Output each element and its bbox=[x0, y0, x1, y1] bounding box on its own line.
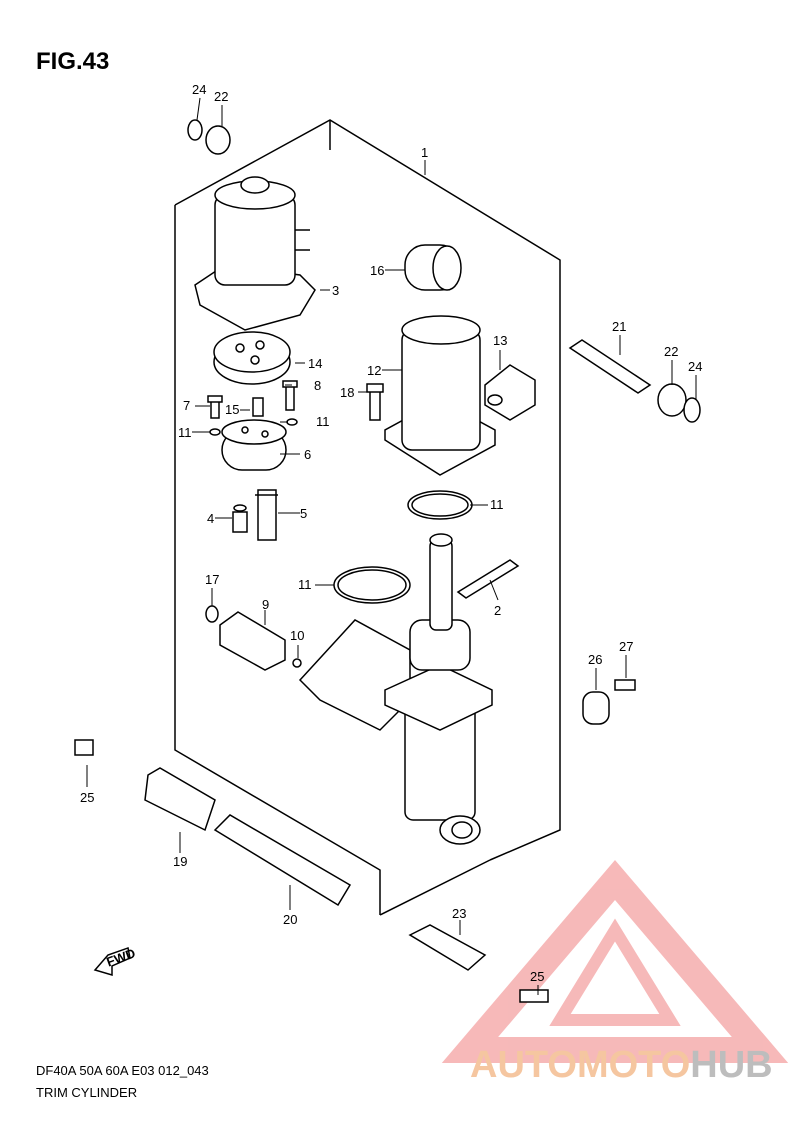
callout-25-a: 25 bbox=[80, 790, 94, 805]
callout-7: 7 bbox=[183, 398, 190, 413]
callout-11-d: 11 bbox=[298, 577, 312, 592]
callout-26: 26 bbox=[588, 652, 602, 667]
callout-6: 6 bbox=[304, 447, 311, 462]
filter-part bbox=[484, 364, 536, 421]
diagram-code: DF40A 50A 60A E03 012_043 bbox=[36, 1063, 209, 1078]
callout-15: 15 bbox=[225, 402, 239, 417]
callout-13: 13 bbox=[493, 333, 507, 348]
callout-24-b: 24 bbox=[688, 359, 702, 374]
motor-part bbox=[194, 176, 316, 331]
callout-11-a: 11 bbox=[178, 425, 192, 440]
callout-16: 16 bbox=[370, 263, 384, 278]
leader-lines bbox=[86, 97, 697, 995]
callout-11-b: 11 bbox=[316, 414, 330, 429]
callout-21: 21 bbox=[612, 319, 626, 334]
callout-24-a: 24 bbox=[192, 82, 206, 97]
callout-11-c: 11 bbox=[490, 497, 504, 512]
reservoir-part bbox=[384, 315, 496, 476]
manual-valve-parts bbox=[205, 605, 302, 671]
callout-12: 12 bbox=[367, 363, 381, 378]
valve-body-part bbox=[221, 419, 287, 471]
figure-title: FIG.43 bbox=[36, 48, 110, 75]
upper-pin-parts bbox=[187, 119, 701, 423]
callout-27: 27 bbox=[619, 639, 633, 654]
watermark-text: AUTOMOTOHUB bbox=[470, 1044, 773, 1087]
stopper-parts bbox=[582, 679, 636, 725]
callout-20: 20 bbox=[283, 912, 297, 927]
callout-5: 5 bbox=[300, 506, 307, 521]
trim-cylinder-part bbox=[298, 533, 493, 845]
bushing-part-16 bbox=[404, 244, 462, 291]
callout-3: 3 bbox=[332, 283, 339, 298]
pump-plate-part bbox=[213, 331, 291, 385]
callout-4: 4 bbox=[207, 511, 214, 526]
watermark-text-b: HUB bbox=[690, 1044, 773, 1086]
watermark-text-a: AUTOMOTO bbox=[470, 1044, 691, 1086]
callout-25-b: 25 bbox=[530, 969, 544, 984]
watermark-logo bbox=[441, 859, 789, 1063]
diagram-name: TRIM CYLINDER bbox=[36, 1085, 138, 1100]
bolt-parts bbox=[207, 380, 384, 436]
callout-2: 2 bbox=[494, 603, 501, 618]
callout-8: 8 bbox=[314, 378, 321, 393]
callout-9: 9 bbox=[262, 597, 269, 612]
callout-23: 23 bbox=[452, 906, 466, 921]
callout-labels: 1 2 3 4 5 6 7 8 9 10 11 11 11 11 12 13 1… bbox=[80, 82, 702, 984]
callout-1: 1 bbox=[421, 145, 428, 160]
callout-17: 17 bbox=[205, 572, 219, 587]
callout-22-b: 22 bbox=[664, 344, 678, 359]
callout-10: 10 bbox=[290, 628, 304, 643]
assembly-outline bbox=[174, 119, 561, 916]
callout-14: 14 bbox=[308, 356, 322, 371]
callout-18: 18 bbox=[340, 385, 354, 400]
callout-19: 19 bbox=[173, 854, 187, 869]
check-valve-parts bbox=[232, 489, 278, 541]
callout-22-a: 22 bbox=[214, 89, 228, 104]
fwd-label: FWD bbox=[104, 945, 137, 969]
fwd-arrow-icon: FWD bbox=[93, 945, 137, 977]
anode-part bbox=[456, 559, 520, 599]
lower-pin-parts bbox=[74, 739, 549, 1003]
